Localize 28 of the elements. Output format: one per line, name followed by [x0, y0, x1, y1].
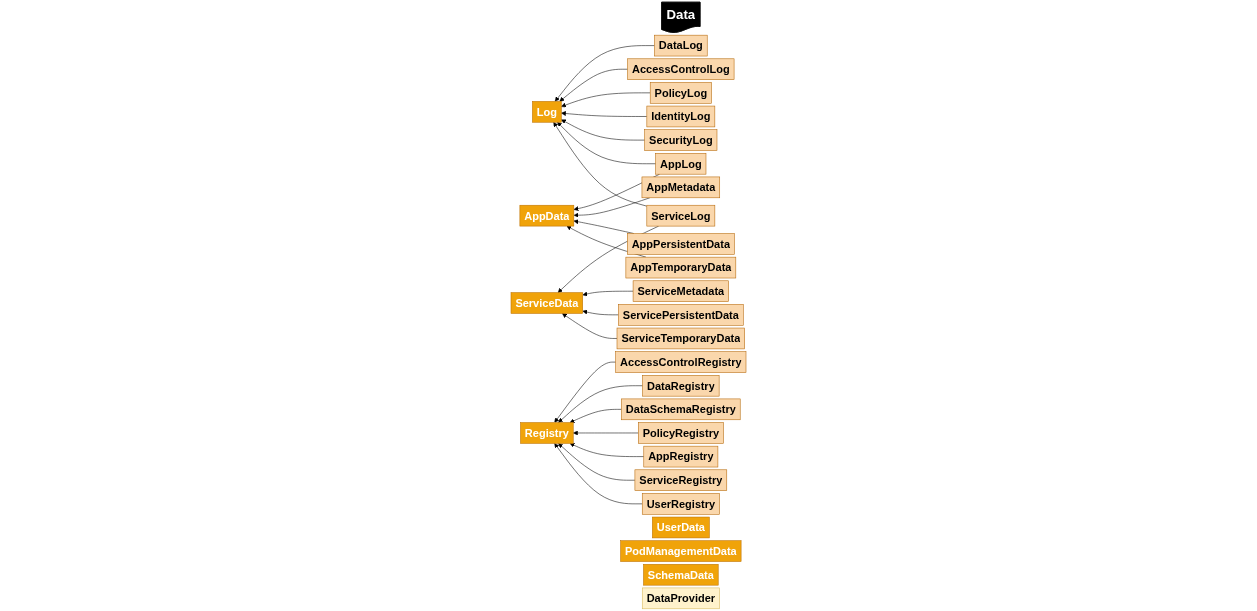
- node-box: UserData: [652, 516, 710, 539]
- node-box: DataRegistry: [642, 375, 720, 397]
- node-box: IdentityLog: [646, 105, 716, 128]
- node-box: ServiceTemporaryData: [616, 327, 745, 350]
- node-box: AppPersistentData: [627, 233, 735, 255]
- node-box: UserRegistry: [641, 493, 720, 515]
- node-box: AccessControlRegistry: [615, 351, 747, 373]
- node-box: Log: [532, 101, 562, 123]
- node-box: SchemaData: [643, 564, 719, 586]
- node-box: ServiceData: [510, 292, 583, 314]
- node-box: AppTemporaryData: [625, 256, 737, 279]
- node-box: ServiceLog: [646, 204, 716, 227]
- node-box: DataLog: [654, 34, 708, 57]
- node-box: PolicyRegistry: [638, 422, 724, 444]
- node-box: AccessControlLog: [627, 58, 735, 80]
- node-box: Registry: [520, 422, 574, 444]
- node-box: ServicePersistentData: [618, 304, 744, 326]
- node-box: ServiceRegistry: [634, 469, 728, 491]
- node-box: DataProvider: [641, 587, 720, 610]
- node-box: AppLog: [655, 153, 707, 175]
- node-box: DataSchemaRegistry: [621, 398, 741, 421]
- node-box: PodManagementData: [620, 540, 742, 562]
- node-box: ServiceMetadata: [632, 280, 729, 302]
- node-box: AppData: [519, 204, 575, 227]
- node-box: SecurityLog: [644, 129, 718, 151]
- node-box: AppMetadata: [641, 176, 720, 199]
- node-box: AppRegistry: [643, 445, 719, 468]
- node-box: PolicyLog: [649, 82, 712, 104]
